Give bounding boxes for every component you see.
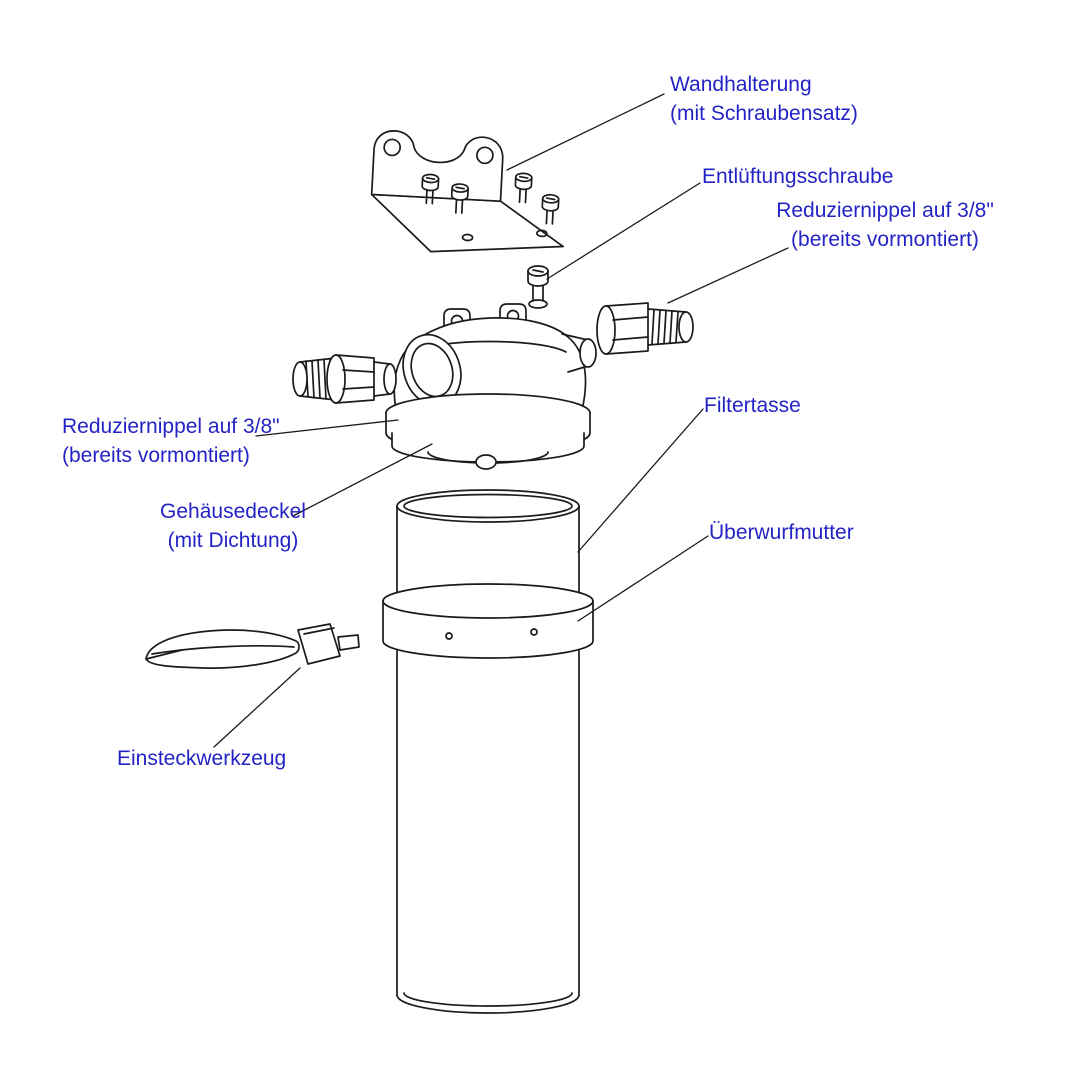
vent-screw-part bbox=[527, 265, 549, 309]
leader-wall-bracket bbox=[506, 93, 665, 171]
leader-housing-cover bbox=[292, 443, 433, 517]
insertion-tool-part bbox=[145, 623, 360, 669]
label-reducing-nipple-left: Reduziernippel auf 3/8" (bereits vormont… bbox=[62, 412, 280, 470]
leader-filter-cup bbox=[577, 408, 704, 553]
label-reducing-nipple-right-line2: (bereits vormontiert) bbox=[791, 228, 979, 251]
leader-insertion-tool bbox=[213, 667, 301, 748]
leader-vent-screw bbox=[546, 182, 701, 280]
label-filter-cup-line1: Filtertasse bbox=[704, 394, 801, 417]
leader-union-nut bbox=[577, 535, 709, 622]
leader-nipple-right bbox=[667, 247, 789, 304]
label-reducing-nipple-left-line1: Reduziernippel auf 3/8" bbox=[62, 415, 280, 438]
housing-cover-part bbox=[385, 393, 591, 470]
wall-bracket-part bbox=[370, 130, 565, 253]
reducing-nipple-right-part bbox=[596, 302, 694, 355]
label-housing-cover-line2: (mit Dichtung) bbox=[167, 529, 299, 552]
label-union-nut: Überwurfmutter bbox=[709, 518, 854, 547]
label-wall-bracket-line2: (mit Schraubensatz) bbox=[670, 102, 858, 125]
label-insertion-tool-line1: Einsteckwerkzeug bbox=[117, 747, 287, 770]
label-union-nut-line1: Überwurfmutter bbox=[709, 521, 854, 544]
label-housing-cover-line1: Gehäusedeckel bbox=[160, 500, 306, 523]
leader-nipple-left bbox=[255, 419, 399, 437]
filter-cup-part bbox=[396, 489, 580, 1014]
label-insertion-tool: Einsteckwerkzeug bbox=[117, 744, 286, 773]
label-reducing-nipple-right-line1: Reduziernippel auf 3/8" bbox=[776, 199, 994, 222]
label-reducing-nipple-left-line2: (bereits vormontiert) bbox=[62, 444, 250, 467]
label-filter-cup: Filtertasse bbox=[704, 391, 801, 420]
label-vent-screw: Entlüftungsschraube bbox=[702, 162, 893, 191]
union-nut-part bbox=[382, 583, 594, 659]
filter-head-part bbox=[393, 303, 597, 411]
label-wall-bracket: Wandhalterung (mit Schraubensatz) bbox=[670, 70, 858, 128]
reducing-nipple-left-part bbox=[292, 354, 397, 404]
label-housing-cover: Gehäusedeckel (mit Dichtung) bbox=[152, 497, 314, 555]
label-reducing-nipple-right: Reduziernippel auf 3/8" (bereits vormont… bbox=[772, 196, 998, 254]
label-vent-screw-line1: Entlüftungsschraube bbox=[702, 165, 894, 188]
label-wall-bracket-line1: Wandhalterung bbox=[670, 73, 812, 96]
leader-lines bbox=[213, 93, 789, 748]
